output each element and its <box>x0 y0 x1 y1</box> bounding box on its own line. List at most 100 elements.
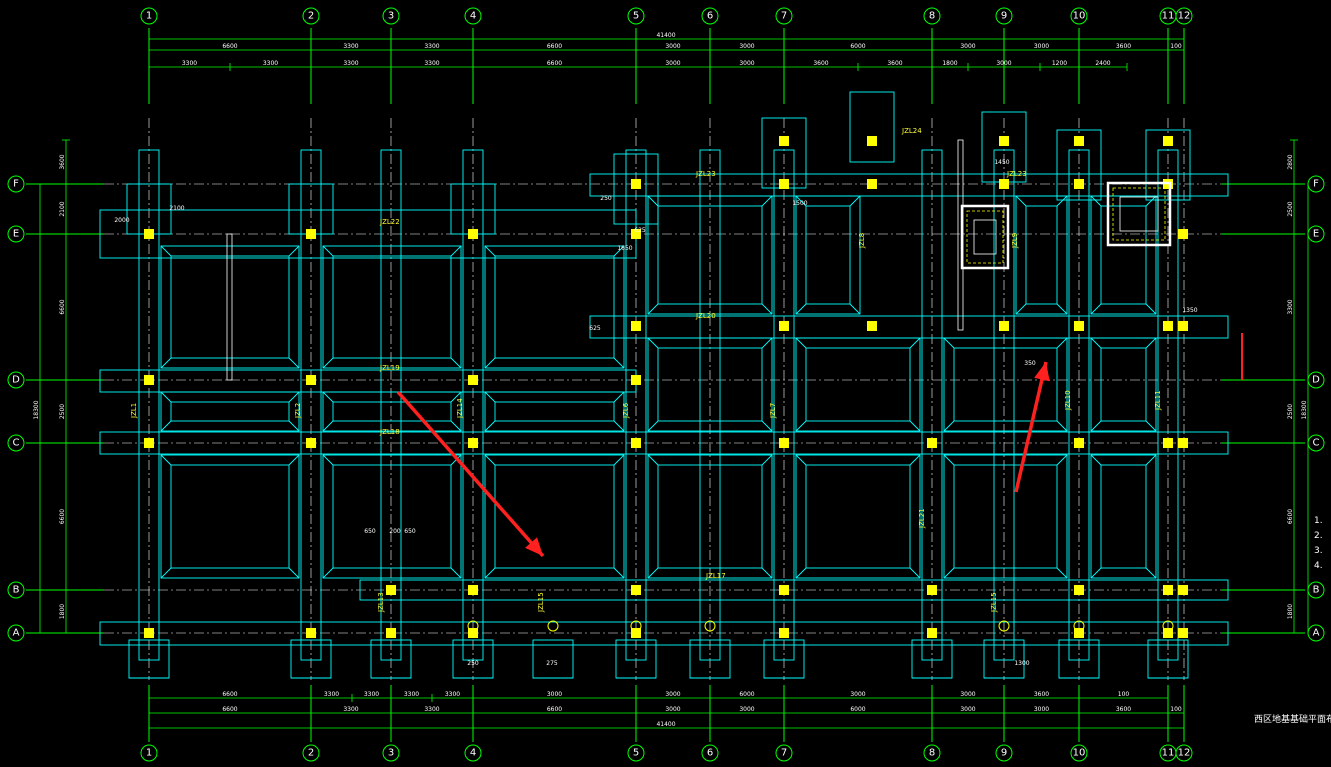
axis-label-y: A <box>1313 628 1320 639</box>
panel-chamfer <box>1145 303 1157 315</box>
dim-left-value: 6600 <box>59 299 66 314</box>
axis-label-y: D <box>12 375 20 386</box>
axis-bubble-y <box>7 371 25 389</box>
panel-chamfer <box>160 391 172 403</box>
column <box>1163 628 1173 638</box>
strip-vertical <box>773 149 795 661</box>
panel-chamfer <box>160 454 172 466</box>
elevator-pit-left-border <box>960 204 1010 270</box>
panel-outer <box>160 391 300 432</box>
dim-top-2-value: 3300 <box>182 60 197 67</box>
panel-inner <box>494 401 615 422</box>
beam-label: JZL20 <box>695 312 716 320</box>
panel-chamfer <box>795 195 807 207</box>
panel-inner <box>953 464 1058 569</box>
column <box>999 179 1009 189</box>
red-arrow-1-head <box>525 537 543 556</box>
panel-outer <box>795 454 921 579</box>
panel-outer <box>484 245 625 369</box>
axis-bubble-x <box>775 7 793 25</box>
dim-bottom-2-value: 6000 <box>850 706 865 713</box>
strip-vertical <box>921 149 943 661</box>
dim-bottom-1-value: 3000 <box>547 691 562 698</box>
panel-chamfer <box>647 454 659 466</box>
dim-top-2-value: 3600 <box>813 60 828 67</box>
panel-chamfer <box>450 420 462 432</box>
axis-label-x: 8 <box>929 11 935 22</box>
dim-left-value: 6600 <box>59 509 66 524</box>
column <box>779 179 789 189</box>
dim-bottom-1-value: 3000 <box>665 691 680 698</box>
axis-label-x: 10 <box>1073 11 1086 22</box>
dim-top-1-value: 3000 <box>739 43 754 50</box>
dim-top-2-value: 1800 <box>942 60 957 67</box>
column <box>631 375 641 385</box>
panel-chamfer <box>849 303 861 315</box>
dim-top-2-value: 3000 <box>665 60 680 67</box>
axis-label-x: 1 <box>146 748 152 759</box>
panel-inner <box>657 347 763 422</box>
column <box>999 321 1009 331</box>
panel-chamfer <box>1145 420 1157 432</box>
strip-C <box>99 431 1229 455</box>
dim-top-1-value: 6000 <box>850 43 865 50</box>
axis-bubble-x <box>140 744 158 762</box>
local-dim: 2000 <box>114 217 129 224</box>
elevator-pit-right-border <box>1106 181 1172 247</box>
strip-vertical <box>380 149 402 661</box>
panel-chamfer <box>450 245 462 257</box>
strip-A <box>99 621 1229 646</box>
axis-bubble-x <box>775 744 793 762</box>
column <box>1074 136 1084 146</box>
column <box>468 375 478 385</box>
panel-chamfer <box>943 567 955 579</box>
panel-chamfer <box>1145 567 1157 579</box>
axis-label-x: 11 <box>1162 748 1175 759</box>
column <box>468 438 478 448</box>
axis-bubble-x <box>1175 7 1193 25</box>
dim-bottom-1-value: 3000 <box>850 691 865 698</box>
dim-top-2-value: 3600 <box>887 60 902 67</box>
dim-right-value: 2800 <box>1287 154 1294 169</box>
column-marker <box>547 620 559 632</box>
panel-chamfer <box>909 567 921 579</box>
column <box>144 229 154 239</box>
bottom-pad <box>532 639 574 679</box>
note-fragment: 4. <box>1314 561 1323 571</box>
column <box>867 321 877 331</box>
column <box>779 438 789 448</box>
column-marker <box>630 620 642 632</box>
column <box>631 628 641 638</box>
red-arrow-2-head <box>1034 362 1050 382</box>
local-dim: 200 <box>389 528 401 535</box>
dim-top-1-value: 6600 <box>222 43 237 50</box>
axis-bubble-y <box>7 581 25 599</box>
strip-vertical <box>462 149 484 661</box>
strip-vertical <box>993 149 1015 661</box>
panel-inner <box>805 347 911 422</box>
column <box>306 438 316 448</box>
axis-label-x: 12 <box>1178 11 1191 22</box>
strip-vertical <box>699 149 721 661</box>
dim-bottom-1-value: 6000 <box>739 691 754 698</box>
panel-chamfer <box>943 420 955 432</box>
panel-chamfer <box>1090 303 1102 315</box>
panel-chamfer <box>1145 195 1157 207</box>
panel-chamfer <box>647 303 659 315</box>
axis-label-x: 3 <box>388 748 394 759</box>
panel-inner <box>1100 347 1147 422</box>
column <box>779 136 789 146</box>
axis-label-x: 8 <box>929 748 935 759</box>
column-layer <box>144 136 1188 638</box>
beam-label: JZL15 <box>537 592 545 613</box>
dim-top-1-value: 100 <box>1170 43 1182 50</box>
dim-bottom-1-value: 3000 <box>960 691 975 698</box>
panel-chamfer <box>288 420 300 432</box>
column <box>779 628 789 638</box>
panel-chamfer <box>761 420 773 432</box>
dim-bottom-2-value: 100 <box>1170 706 1182 713</box>
axis-bubble-y <box>1307 581 1325 599</box>
panel-chamfer <box>160 245 172 257</box>
beam-label: JZL14 <box>456 398 464 419</box>
